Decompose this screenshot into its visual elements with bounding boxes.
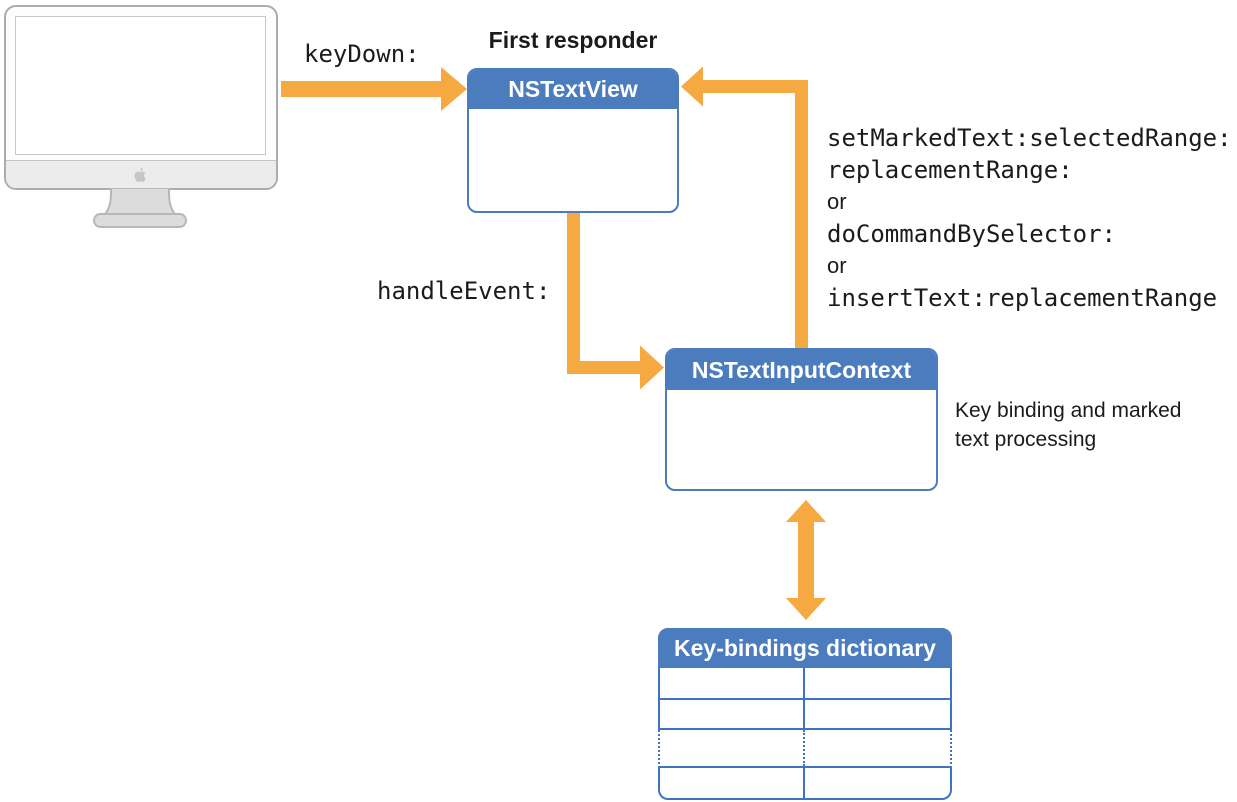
table-row	[658, 768, 952, 800]
table-cell	[805, 768, 950, 798]
method-line: insertText:replacementRange	[827, 284, 1218, 312]
table-cell	[660, 768, 805, 798]
table-cell	[805, 700, 950, 728]
keybindings-title: Key-bindings dictionary	[658, 628, 952, 668]
monitor-screen	[15, 16, 266, 155]
nstextinputcontext-box: NSTextInputContext	[665, 348, 938, 491]
table-row	[658, 700, 952, 730]
table-cell	[660, 730, 805, 766]
return-methods-label: setMarkedText:selectedRange: replacement…	[827, 122, 1237, 314]
handleevent-arrow	[567, 211, 664, 390]
method-line: setMarkedText:selectedRange:	[827, 124, 1232, 152]
keydown-arrow	[281, 67, 467, 111]
table-cell	[805, 668, 950, 698]
table-row-ellipsis	[658, 730, 952, 768]
return-methods-arrow	[681, 66, 808, 348]
table-cell	[660, 668, 805, 698]
or-line: or	[827, 189, 847, 214]
stand-base	[93, 213, 187, 228]
handleevent-label: handleEvent:	[377, 277, 551, 305]
nstextview-box: NSTextView	[467, 68, 679, 213]
method-line: replacementRange:	[827, 156, 1073, 184]
keydown-label: keyDown:	[304, 40, 420, 68]
table-cell	[660, 700, 805, 728]
first-responder-label: First responder	[488, 27, 658, 53]
keybindings-double-arrow	[786, 500, 826, 620]
context-caption: Key binding and marked text processing	[955, 396, 1181, 454]
table-cell	[805, 730, 950, 766]
keybindings-dictionary-box: Key-bindings dictionary	[658, 628, 952, 800]
apple-logo-icon	[134, 167, 146, 182]
method-line: doCommandBySelector:	[827, 220, 1116, 248]
nstextview-title: NSTextView	[469, 70, 677, 109]
or-line: or	[827, 253, 847, 278]
stand-neck	[100, 188, 180, 217]
nstextinputcontext-title: NSTextInputContext	[667, 350, 936, 390]
monitor-chin	[6, 160, 276, 188]
caption-line: text processing	[955, 428, 1097, 451]
table-row	[658, 668, 952, 700]
caption-line: Key binding and marked	[955, 399, 1182, 422]
imac-display-icon	[4, 5, 278, 190]
monitor-stand	[93, 188, 187, 228]
